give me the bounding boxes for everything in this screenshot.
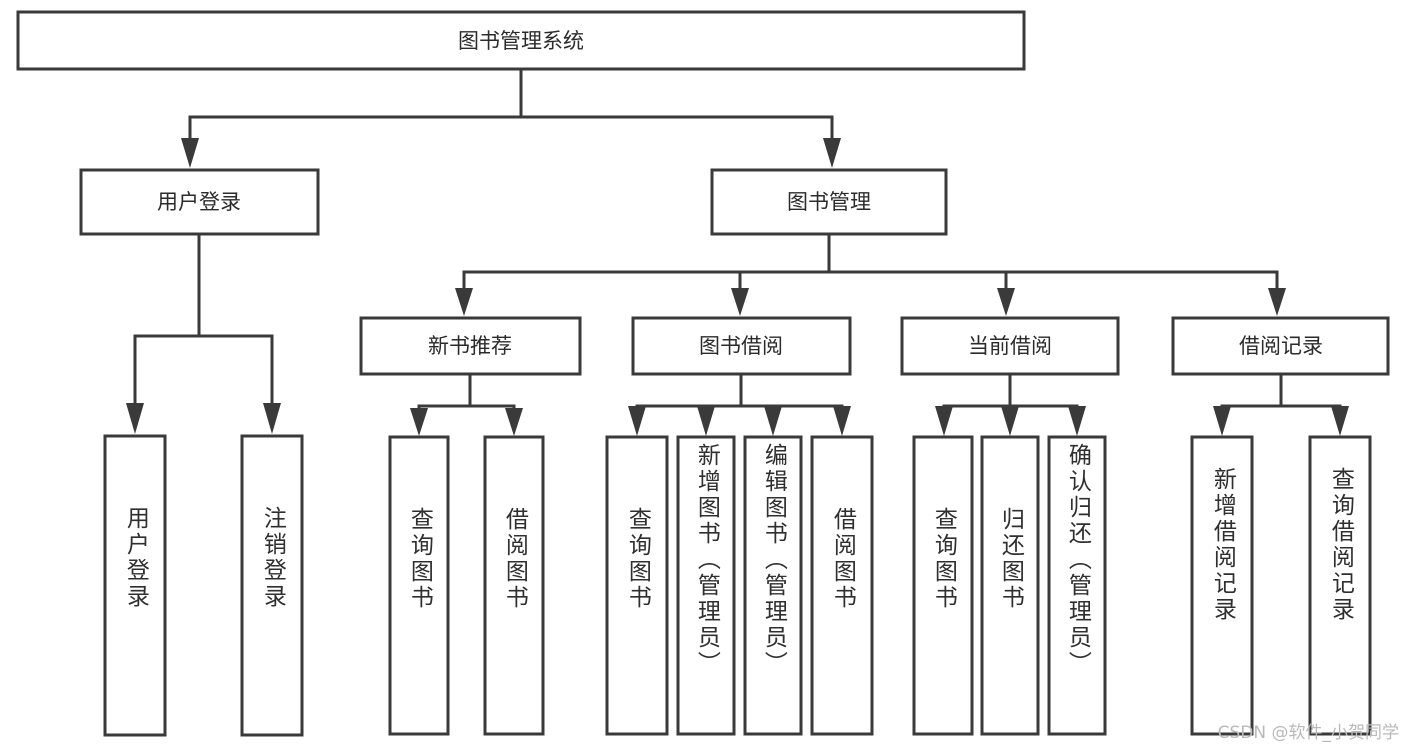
leaf-box-new-book-1[interactable]	[388, 435, 450, 736]
leaf-box-book-borrow-1[interactable]	[605, 435, 669, 736]
arrow-head-nb-1	[410, 408, 428, 436]
node-book-borrow-rect[interactable]	[631, 316, 852, 376]
node-user-login-label: 用户登录	[157, 190, 241, 214]
arrow-head-bb-3	[764, 406, 782, 436]
node-current-borrow-rect[interactable]	[900, 316, 1120, 376]
arrow-head-br-1	[1213, 406, 1231, 436]
leaf-box-current-borrow-1[interactable]	[912, 435, 974, 736]
arrow-head-to-current-borrow	[997, 288, 1015, 316]
node-user-login[interactable]: 用户登录	[79, 168, 320, 236]
leaf-box-borrow-record-2[interactable]	[1308, 435, 1372, 736]
leaf-box-book-borrow-3[interactable]	[743, 435, 803, 736]
node-new-book-recommend-label: 新书推荐	[428, 334, 512, 358]
leaf-box-user-login-1[interactable]	[103, 434, 167, 737]
leaf-box-book-borrow-2[interactable]	[676, 435, 736, 736]
connector-book-manage-to-level3	[455, 232, 1286, 316]
arrow-head-bb-2	[697, 406, 715, 436]
connector-root-to-level2	[181, 67, 841, 168]
arrow-head-br-2	[1331, 406, 1349, 436]
node-book-manage-rect[interactable]	[710, 168, 948, 236]
arrow-head-to-book-borrow	[731, 288, 749, 316]
leaf-box-book-borrow-4[interactable]	[810, 435, 874, 736]
arrow-head-nb-2	[505, 408, 523, 436]
arrow-head-bb-4	[833, 406, 851, 436]
arrow-head-user-login-2	[263, 403, 281, 434]
arrow-head-cb-2	[1001, 406, 1019, 436]
leaf-box-new-book-2[interactable]	[483, 435, 545, 736]
connector-borrow-record-to-leaves	[1213, 372, 1349, 436]
leaf-box-current-borrow-3[interactable]	[1047, 435, 1107, 736]
arrow-head-bb-1	[628, 406, 646, 436]
leaf-box-user-login-2[interactable]	[240, 434, 304, 737]
node-new-book-recommend[interactable]: 新书推荐	[359, 316, 582, 376]
node-book-borrow[interactable]: 图书借阅	[631, 316, 852, 376]
arrow-head-to-borrow-record	[1268, 288, 1286, 316]
node-borrow-record-label: 借阅记录	[1239, 334, 1323, 358]
arrow-head-user-login-1	[126, 403, 144, 434]
arrow-head-cb-1	[935, 406, 953, 436]
arrow-head-to-user-login	[181, 138, 199, 168]
node-new-book-recommend-rect[interactable]	[359, 316, 582, 376]
leaf-box-current-borrow-2[interactable]	[980, 435, 1040, 736]
node-borrow-record-rect[interactable]	[1171, 316, 1390, 376]
connector-new-book-to-leaves	[410, 372, 523, 436]
arrow-head-to-new-book	[455, 288, 473, 316]
arrow-head-to-book-manage	[823, 138, 841, 168]
node-root[interactable]: 图书管理系统	[16, 10, 1026, 71]
node-book-borrow-label: 图书借阅	[699, 334, 783, 358]
node-root-label: 图书管理系统	[458, 29, 584, 53]
node-root-rect[interactable]	[16, 10, 1026, 71]
connector-current-borrow-to-leaves	[935, 372, 1086, 436]
leaf-box-borrow-record-1[interactable]	[1190, 435, 1254, 736]
node-borrow-record[interactable]: 借阅记录	[1171, 316, 1390, 376]
node-book-manage-label: 图书管理	[787, 190, 871, 214]
node-book-manage[interactable]: 图书管理	[710, 168, 948, 236]
connector-book-borrow-to-leaves	[628, 372, 851, 436]
node-current-borrow-label: 当前借阅	[968, 334, 1052, 358]
node-current-borrow[interactable]: 当前借阅	[900, 316, 1120, 376]
connector-user-login-to-leaves	[126, 232, 281, 434]
arrow-head-cb-3	[1068, 406, 1086, 436]
